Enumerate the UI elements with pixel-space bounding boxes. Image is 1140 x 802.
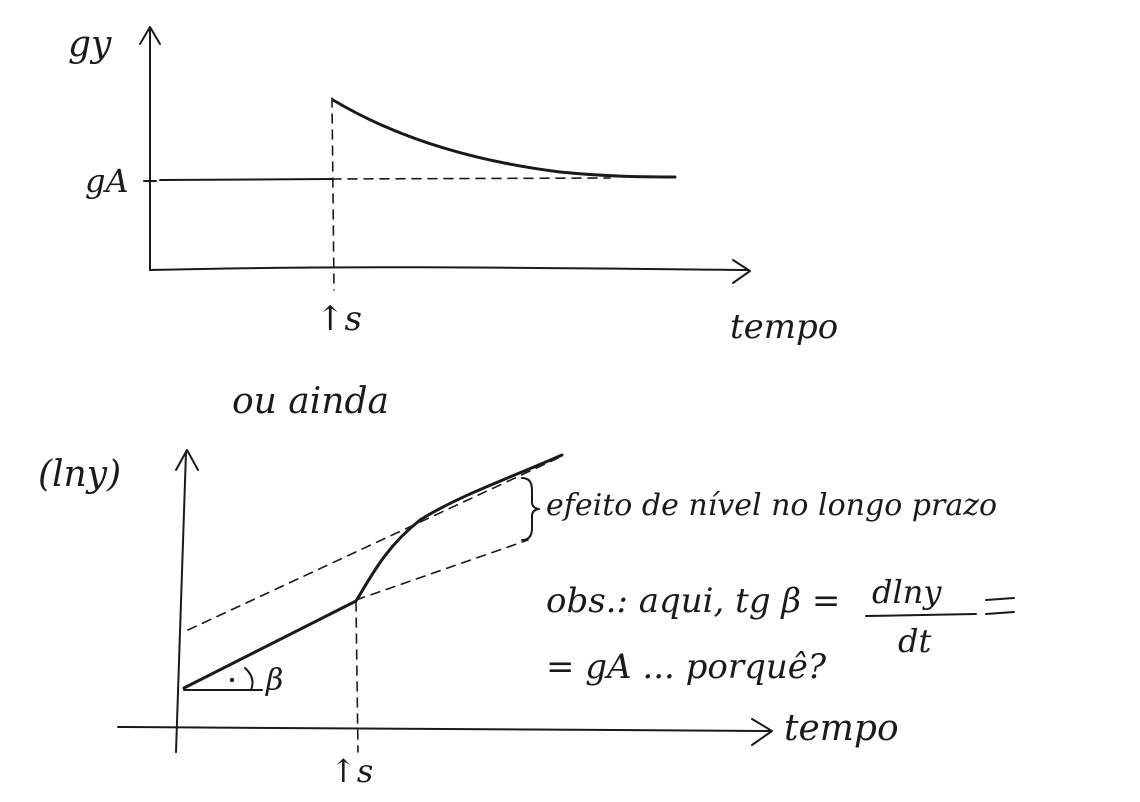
bottom-shock-dashed-line <box>355 601 359 753</box>
fraction-bar <box>865 613 977 617</box>
top-chart: gy gA ↑s tempo <box>68 24 838 347</box>
beta-arc <box>244 667 254 691</box>
top-x-label: tempo <box>730 307 838 347</box>
bottom-lny-path <box>182 453 564 690</box>
fraction-numerator: dlny <box>872 573 942 611</box>
top-ga-label: gA <box>85 162 129 200</box>
beta-dot <box>229 677 235 683</box>
bottom-shock-label: ↑s <box>330 752 373 790</box>
bottom-y-axis-arrowhead <box>175 449 199 471</box>
top-x-axis-arrowhead <box>732 259 751 284</box>
top-x-axis <box>149 266 749 271</box>
level-effect-label: efeito de nível no longo prazo <box>546 488 997 523</box>
bottom-y-label: (lny) <box>38 454 121 495</box>
equals-sign-right <box>985 597 1015 615</box>
level-effect-brace <box>521 477 540 541</box>
top-y-axis-arrowhead <box>139 26 161 45</box>
bottom-old-path-dashed <box>355 539 529 601</box>
top-growth-before-line <box>159 178 333 181</box>
obs-prefix-text: obs.: aqui, tg β = <box>546 581 840 621</box>
top-ga-dashed-line <box>331 177 611 180</box>
bottom-y-axis <box>175 451 187 753</box>
separator-text: ou ainda <box>232 381 389 422</box>
obs-line2-text: = gA ... porquê? <box>546 647 827 687</box>
bottom-x-axis <box>117 726 771 732</box>
bottom-x-label: tempo <box>784 708 899 749</box>
fraction-denominator: dt <box>898 622 931 660</box>
bottom-new-path-dashed <box>187 457 559 631</box>
top-y-label: gy <box>68 24 112 65</box>
bottom-x-axis-arrowhead <box>751 718 773 746</box>
top-growth-decay-curve <box>331 98 677 179</box>
beta-label: β <box>265 663 283 698</box>
top-shock-dashed-line <box>331 97 335 291</box>
top-shock-label: ↑s <box>316 299 362 339</box>
bottom-chart: (lny) β ↑s tempo efeito de nível no long… <box>38 449 1015 790</box>
